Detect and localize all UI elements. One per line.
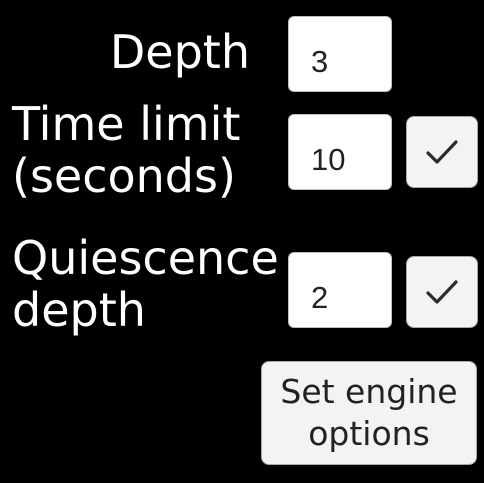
quiescence-depth-checkbox[interactable] [406, 256, 478, 328]
checkmark-icon [425, 138, 459, 166]
time-limit-label-line1: Time limit [12, 97, 241, 151]
set-engine-options-button[interactable]: Set engine options [261, 361, 477, 465]
time-limit-label-line2: (seconds) [12, 149, 236, 203]
quiescence-depth-label-line1: Quiescence [12, 231, 279, 285]
depth-label: Depth [110, 26, 250, 78]
quiescence-depth-input[interactable] [288, 252, 392, 328]
quiescence-depth-label-line2: depth [12, 283, 146, 337]
set-engine-options-label: Set engine options [280, 372, 458, 453]
quiescence-depth-label: Quiescence depth [12, 232, 279, 336]
time-limit-checkbox[interactable] [406, 116, 478, 188]
time-limit-label: Time limit (seconds) [12, 98, 240, 202]
time-limit-input[interactable] [288, 114, 392, 190]
depth-input[interactable] [288, 16, 392, 92]
checkmark-icon [425, 278, 459, 306]
depth-label-text: Depth [109, 25, 250, 79]
